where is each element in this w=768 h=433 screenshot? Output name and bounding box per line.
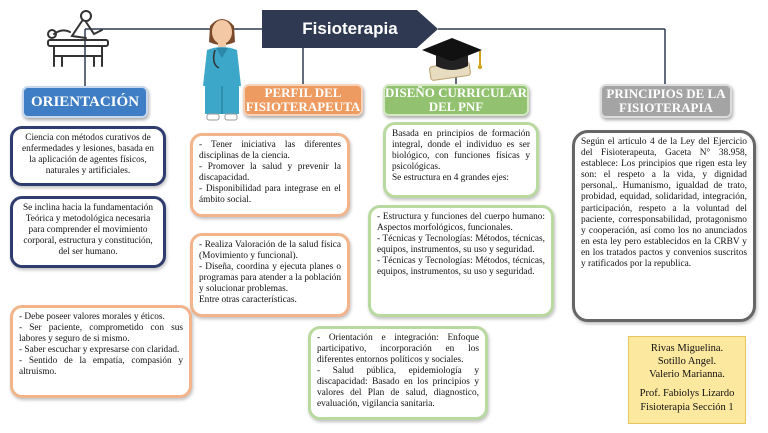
graduation-cap-icon — [422, 38, 482, 81]
header-diseno-curricular: DISEÑO CURRICULAR DEL PNF — [383, 84, 529, 116]
credits-box: Rivas Miguelina. Sotillo Angel. Valerio … — [628, 336, 746, 424]
perfil-box-1-item: - Promover la salud y prevenir la discap… — [199, 161, 341, 183]
header-principios: PRINCIPIOS DE LA FISIOTERAPIA — [600, 84, 732, 118]
page-title: Fisioterapia — [262, 10, 438, 48]
perfil-box-2: - Realiza Valoración de la salud física … — [190, 233, 350, 317]
perfil-box-1: - Tener iniciativa las diferentes discip… — [190, 133, 350, 217]
diseno-box-1: Basada en principios de formación integr… — [383, 122, 539, 198]
diseno-box-3-item: - Orientación e integración: Enfoque par… — [317, 333, 479, 365]
perfil-box-3-item: - Ser paciente, comprometido con sus lab… — [19, 322, 183, 344]
diseno-box-2-item: - Técnicas y Tecnologías: Métodos, técni… — [377, 233, 545, 255]
author-name: Valerio Marianna. — [649, 369, 725, 381]
header-perfil: PERFIL DEL FISIOTERAPEUTA — [243, 84, 363, 116]
perfil-box-3-item: - Saber escuchar y expresarse con clarid… — [19, 344, 180, 355]
physiotherapy-icon — [47, 10, 109, 67]
nurse-illustration — [203, 19, 241, 121]
perfil-box-1-item: - Tener iniciativa las diferentes discip… — [199, 140, 341, 161]
perfil-box-3-item: - Debe poseer valores morales y éticos. — [19, 312, 165, 322]
principios-box: Según el articulo 4 de la Ley del Ejerci… — [572, 130, 756, 322]
author-name: Rivas Miguelina. — [650, 343, 724, 354]
diseno-box-2-item: - Técnicas y Tecnologías: Métodos, técni… — [377, 255, 545, 277]
header-orientacion: ORIENTACIÓN — [22, 86, 148, 118]
orientacion-box-1: Ciencia con métodos curativos de enferme… — [10, 126, 166, 186]
diseno-box-3-item: - Salud pública, epidemiología y discapa… — [317, 365, 479, 409]
section-label: Fisioterapia Sección 1 — [640, 401, 734, 413]
perfil-box-1-item: - Disponibilidad para integrase en el ám… — [199, 183, 341, 205]
diseno-box-2: - Estructura y funciones del cuerpo huma… — [368, 205, 554, 317]
diseno-box-2-item: - Estructura y funciones del cuerpo huma… — [377, 212, 545, 233]
perfil-box-2-item: Entre otras características. — [199, 294, 297, 305]
perfil-box-3-item: - Sentido de la empatía, compasión y alt… — [19, 355, 183, 377]
perfil-box-2-item: - Diseña, coordina y ejecuta planes o pr… — [199, 261, 341, 294]
diseno-box-1-text: Se estructura en 4 grandes ejes: — [392, 172, 509, 183]
author-name: Sotillo Angel. — [657, 356, 717, 368]
professor-name: Prof. Fabiolys Lizardo — [639, 388, 735, 400]
diseno-box-3: - Orientación e integración: Enfoque par… — [308, 326, 488, 420]
perfil-box-3: - Debe poseer valores morales y éticos. … — [10, 305, 192, 398]
orientacion-box-2: Se inclina hacia la fundamentación Teóri… — [10, 196, 166, 268]
diseno-box-1-text: Basada en principios de formación integr… — [392, 129, 530, 172]
perfil-box-2-item: - Realiza Valoración de la salud física … — [199, 240, 341, 261]
